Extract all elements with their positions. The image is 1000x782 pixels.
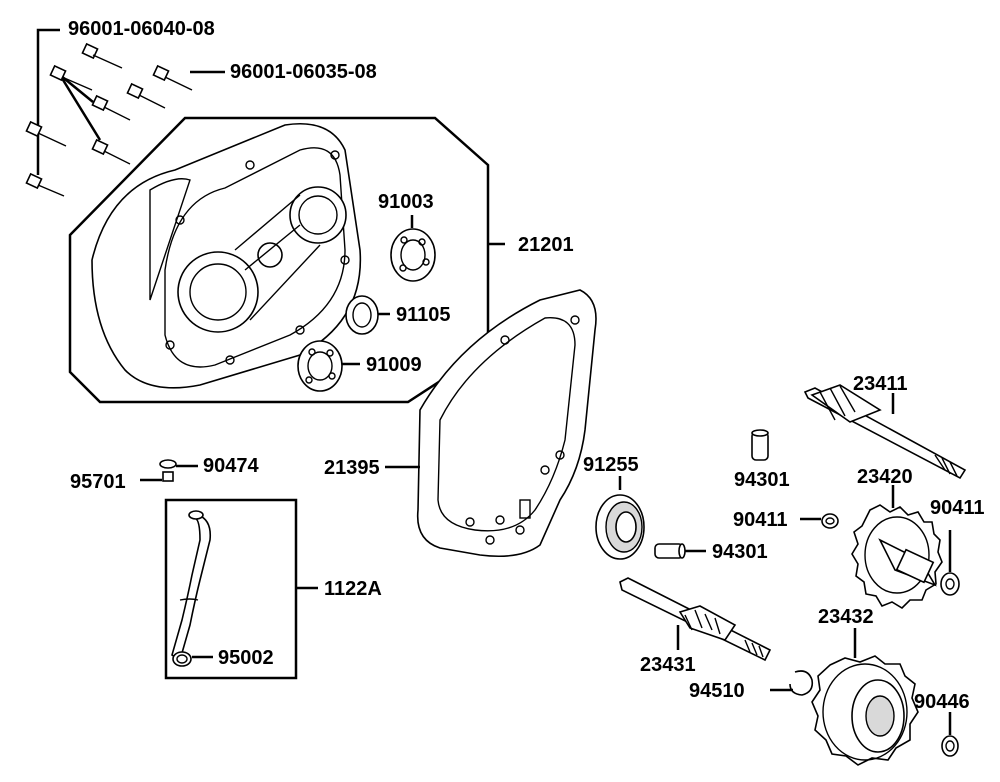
clamp-95002 xyxy=(172,651,192,667)
label-washer-bottom: 90446 xyxy=(914,691,970,713)
label-bolt-short: 96001-06035-08 xyxy=(230,61,377,83)
bolt-long-leader xyxy=(36,28,60,175)
bolt xyxy=(152,64,193,91)
label-dowel-mid: 94301 xyxy=(712,541,768,563)
oil-seal-91255 xyxy=(595,476,645,560)
label-cover: 21201 xyxy=(518,234,574,256)
label-shaft-top: 23411 xyxy=(853,373,908,395)
label-gear-mid: 23420 xyxy=(857,466,913,488)
bolt xyxy=(49,64,93,91)
label-plug: 95701 xyxy=(70,471,126,493)
gear-23420 xyxy=(851,504,943,610)
label-hose-kit: 1122A xyxy=(324,578,382,600)
washer-90411-left xyxy=(821,513,839,529)
shaft-23411 xyxy=(803,384,967,480)
label-dowel-top: 94301 xyxy=(734,469,790,491)
label-bearing-top: 91003 xyxy=(378,191,434,213)
bolt xyxy=(126,82,166,109)
bolt xyxy=(91,138,131,165)
bolt xyxy=(91,94,131,121)
label-bolt-long: 96001-06040-08 xyxy=(68,18,215,40)
gasket-21395 xyxy=(416,289,597,558)
washer-90411-right xyxy=(940,572,960,596)
part-labels: 96001-06040-08 96001-06035-08 91003 2120… xyxy=(68,18,985,713)
label-circlip: 94510 xyxy=(689,680,745,702)
bolt xyxy=(25,172,65,197)
bolt-leader-branches xyxy=(58,74,102,141)
label-gasket: 21395 xyxy=(324,457,380,479)
label-washer-right: 90411 xyxy=(930,497,985,519)
circlip-94510 xyxy=(789,670,814,696)
transmission-cover xyxy=(91,123,362,389)
label-needle-bearing: 91105 xyxy=(396,304,451,326)
label-washer-small: 90474 xyxy=(203,455,259,477)
bearing-91003 xyxy=(390,215,436,282)
gear-23432 xyxy=(811,655,919,766)
label-gear-bottom: 23432 xyxy=(818,606,874,628)
label-shaft-bottom: 23431 xyxy=(640,654,696,676)
label-oil-seal: 91255 xyxy=(583,454,639,476)
bearing-91009 xyxy=(297,340,360,392)
label-clamp: 95002 xyxy=(218,647,274,669)
bolt xyxy=(81,42,123,69)
label-bearing-bottom: 91009 xyxy=(366,354,422,376)
hose xyxy=(171,510,212,662)
bolt-group xyxy=(25,28,225,197)
shaft-23431 xyxy=(619,577,772,662)
dowel-94301-top xyxy=(751,429,769,461)
plug-95701 xyxy=(159,459,177,482)
washer-90446 xyxy=(941,735,959,757)
bolt xyxy=(25,120,67,147)
needle-bearing-91105 xyxy=(345,295,390,335)
dowel-94301-mid xyxy=(654,543,686,559)
label-washer-left: 90411 xyxy=(733,509,788,531)
